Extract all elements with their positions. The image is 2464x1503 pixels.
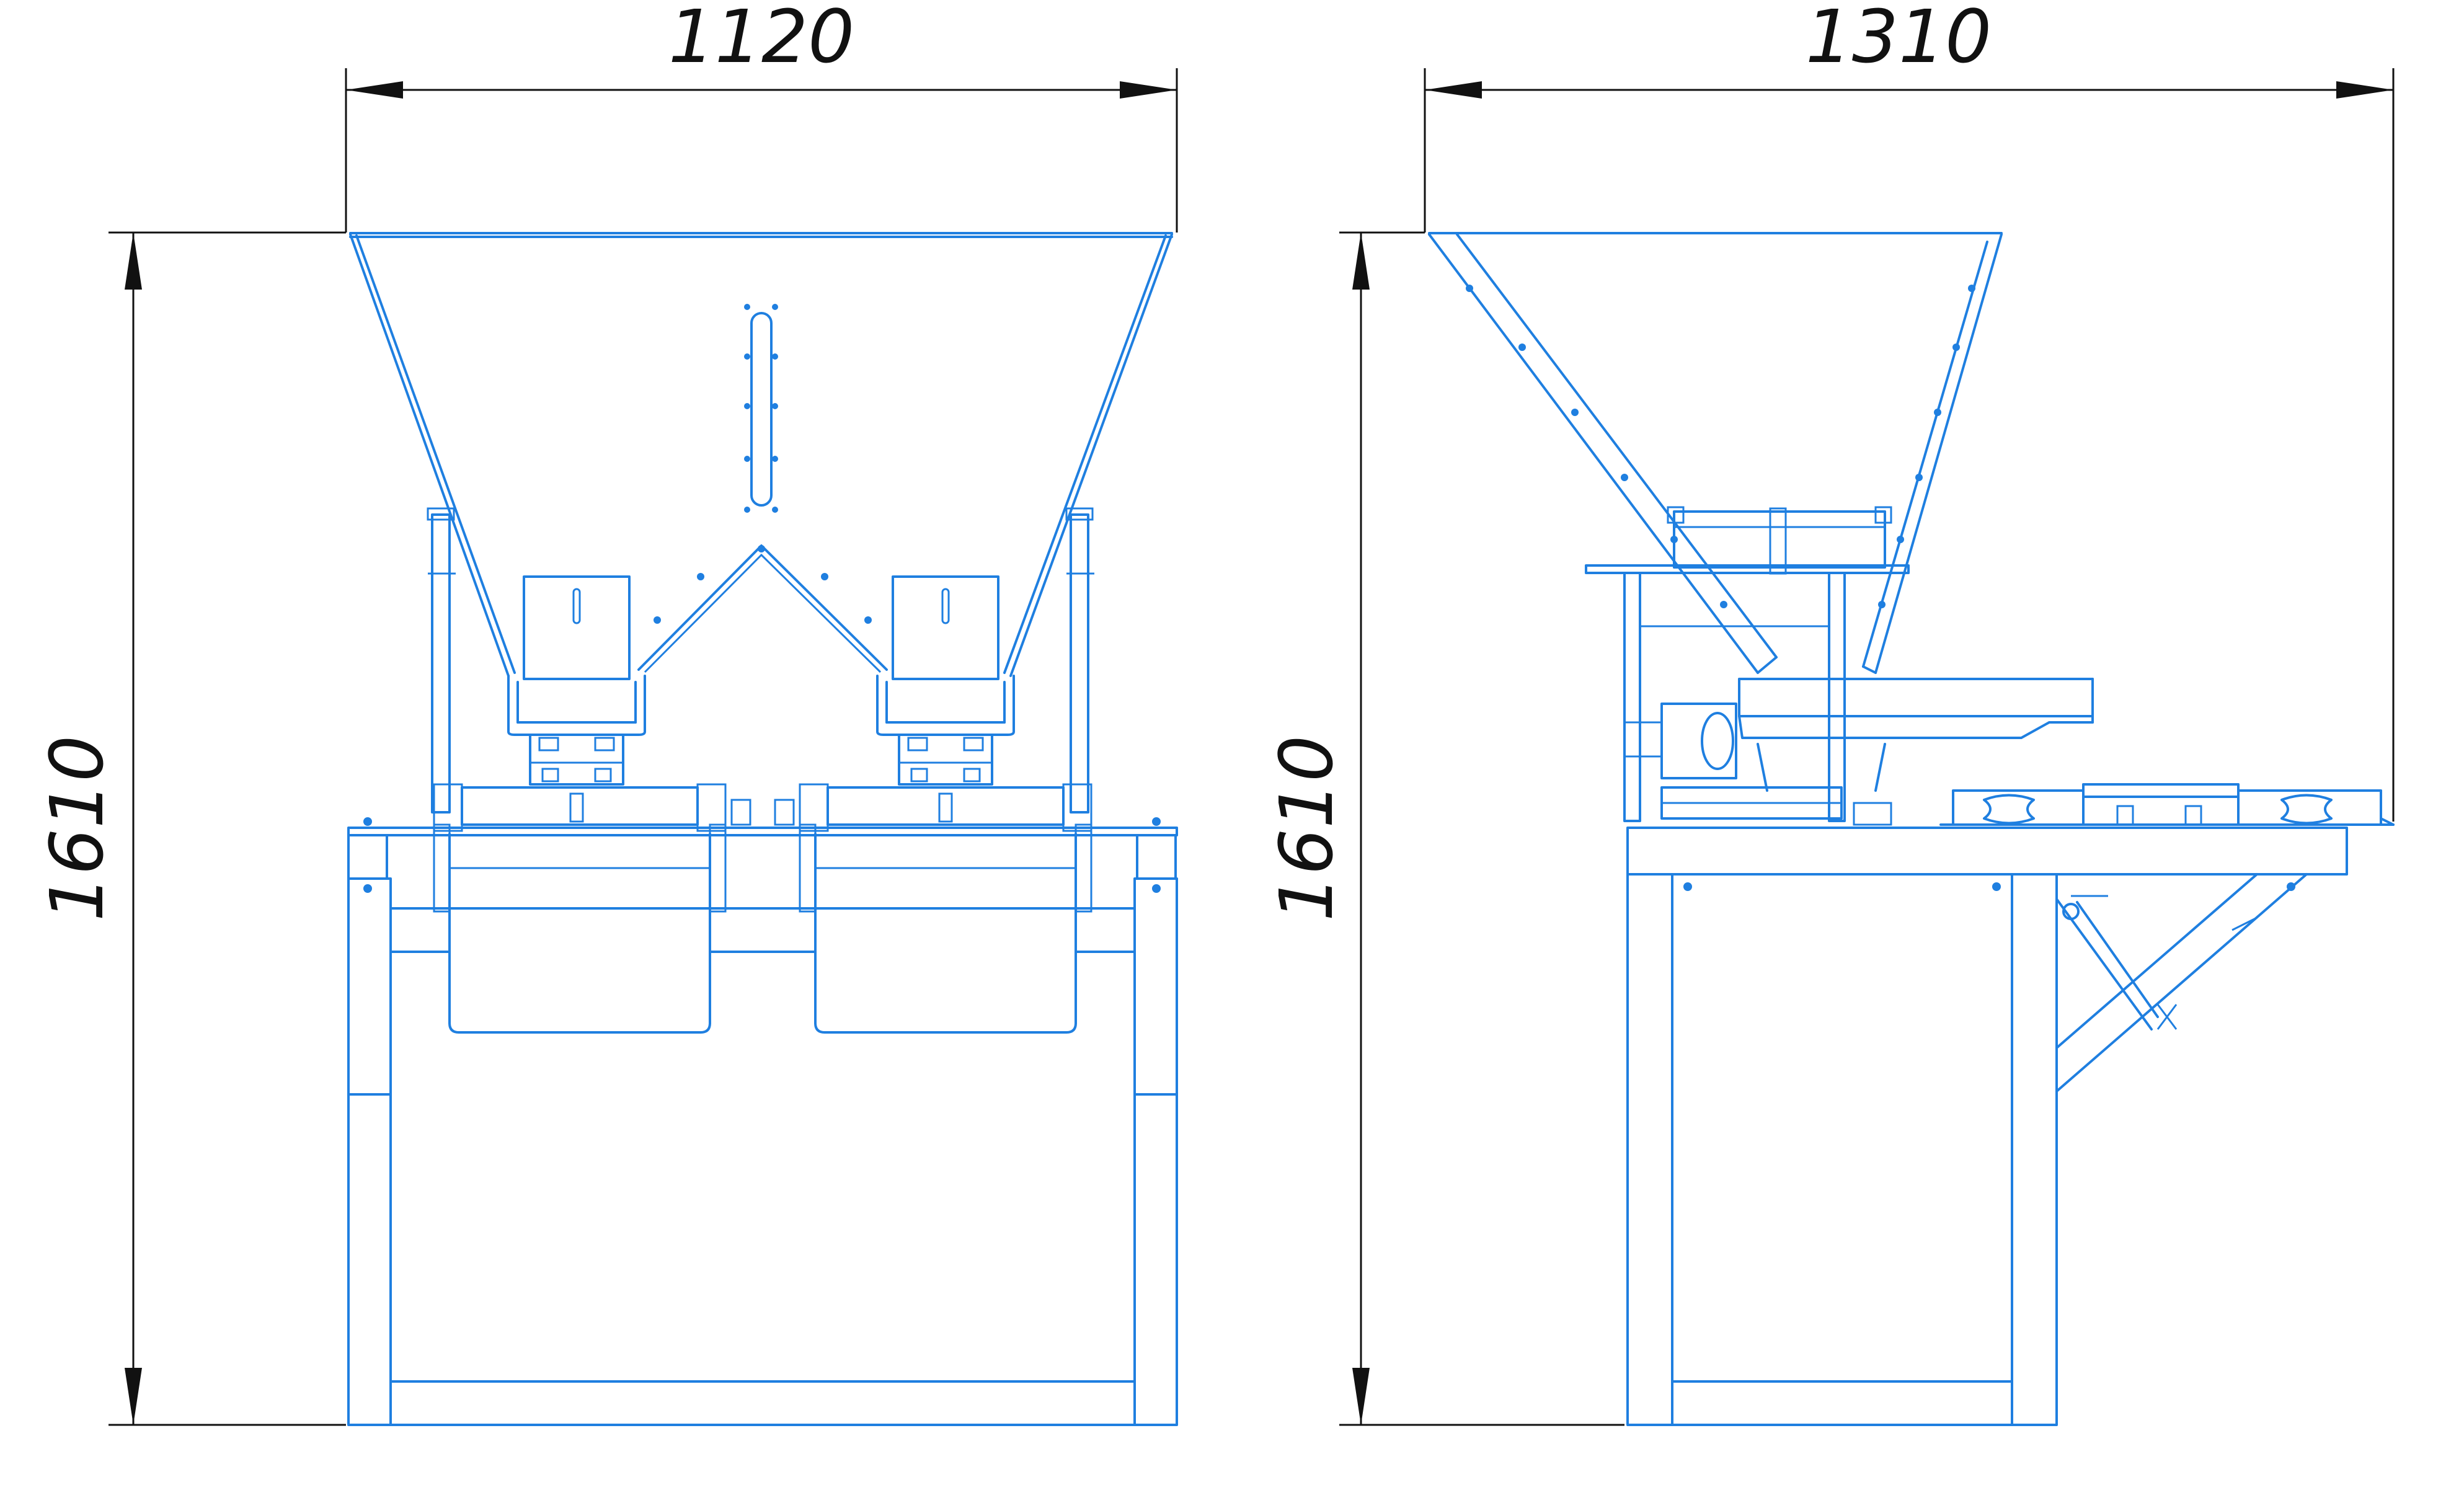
- front-table-frame: [347, 817, 1178, 1426]
- side-table-frame: [1626, 827, 2348, 1426]
- front-view: [347, 232, 1178, 1426]
- front-width-dimension: 1120: [345, 0, 1178, 233]
- side-depth-label: 1310: [1806, 0, 1992, 79]
- front-side-posts: [427, 507, 1094, 814]
- side-top-housing: [1585, 506, 1910, 822]
- front-dosing-unit-left: [507, 575, 646, 786]
- front-width-label: 1120: [668, 0, 854, 79]
- side-weigh-platform: [1939, 783, 2395, 826]
- side-height-label: 1610: [1264, 735, 1349, 921]
- side-hopper: [1428, 232, 2003, 674]
- side-height-dimension: 1610: [1264, 231, 1624, 1426]
- side-motor-tray: [1623, 678, 2094, 826]
- front-bag-holders: [433, 823, 1092, 1034]
- front-hopper: [349, 232, 1173, 677]
- front-weigh-frames: [433, 783, 1092, 832]
- front-height-label: 1610: [34, 735, 120, 921]
- front-dosing-unit-right: [876, 575, 1015, 786]
- side-view: [1428, 232, 2395, 1426]
- front-height-dimension: 1610: [34, 231, 346, 1426]
- side-depth-dimension: 1310: [1424, 0, 2395, 822]
